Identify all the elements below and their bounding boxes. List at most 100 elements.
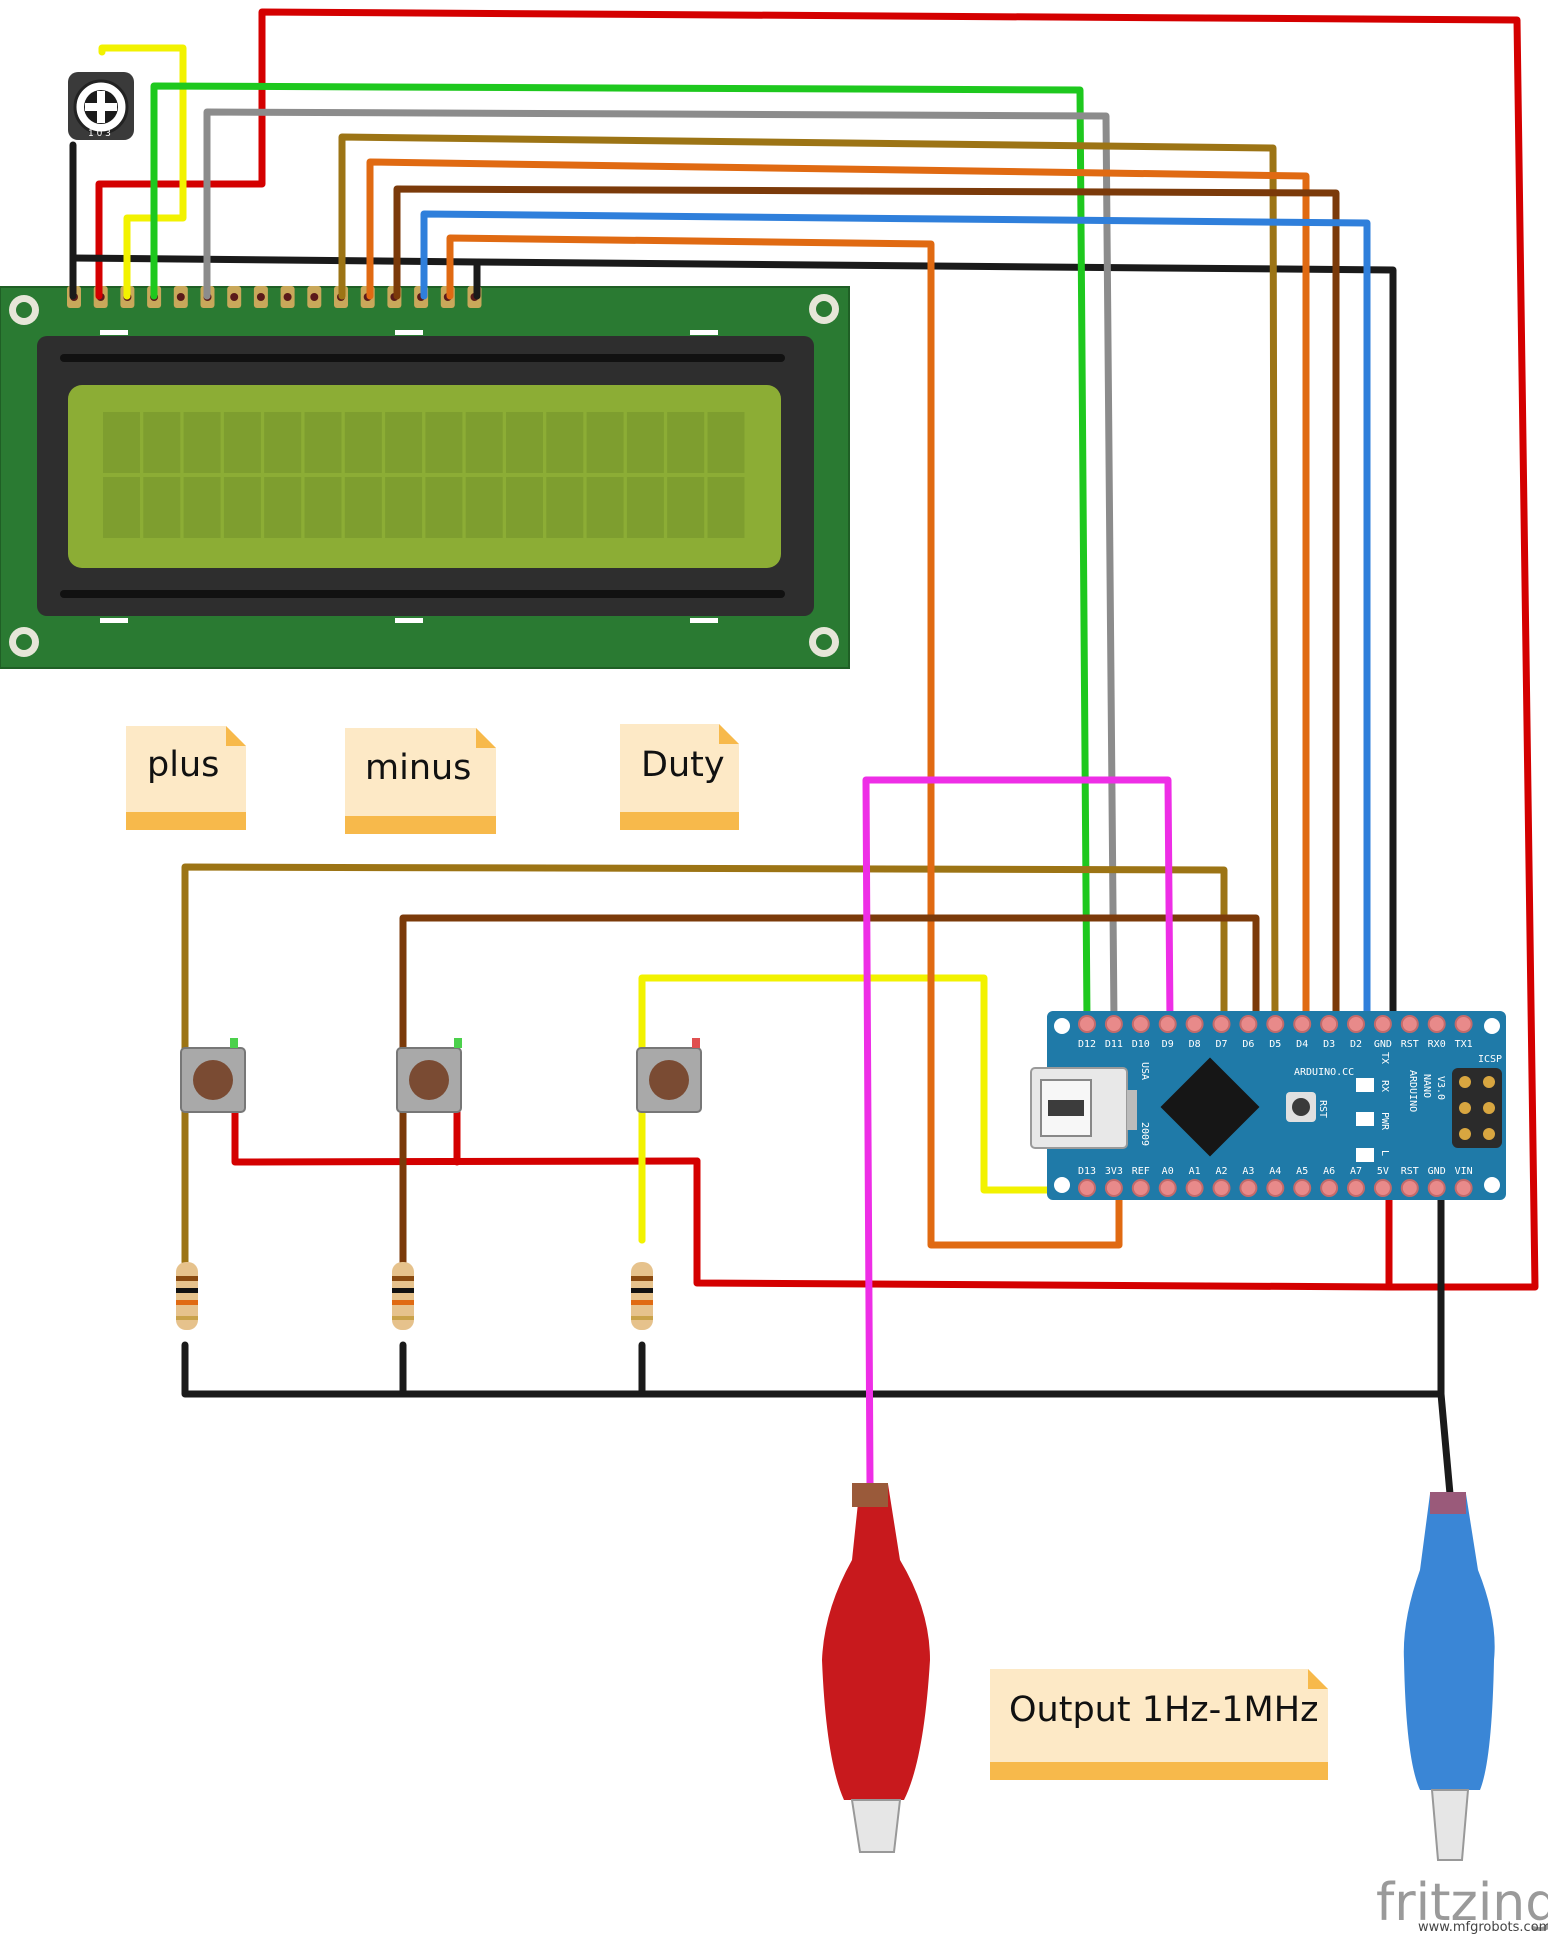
nano-top-pin	[1131, 1015, 1150, 1033]
lcd-cell	[667, 412, 705, 473]
nano-bottom-pin-label: A4	[1269, 1166, 1281, 1177]
microcontroller-chip	[1160, 1057, 1260, 1157]
nano-bottom-pin	[1454, 1179, 1473, 1197]
wire-olive	[338, 133, 1279, 1026]
lcd-cell	[626, 412, 664, 473]
lcd-cell	[667, 477, 705, 538]
lcd-cell	[344, 477, 382, 538]
alligator-clip-blue	[1403, 1492, 1495, 1861]
lcd-cell	[546, 412, 584, 473]
nano-board-model: NANO	[1421, 1074, 1432, 1098]
push-button-minus	[396, 1038, 462, 1113]
note-minus-text: minus	[365, 748, 471, 788]
nano-bottom-pin	[1104, 1179, 1123, 1197]
nano-top-pin	[1266, 1015, 1285, 1033]
nano-bottom-pin	[1347, 1179, 1365, 1197]
lcd-cell	[304, 477, 342, 538]
nano-top-pin-label: D5	[1269, 1039, 1281, 1050]
lcd-cell	[183, 477, 221, 538]
nano-led-tx: TX	[1379, 1052, 1390, 1064]
lcd-cell	[546, 477, 584, 538]
nano-led-pwr: PWR	[1379, 1112, 1390, 1131]
nano-bottom-pin	[1239, 1179, 1258, 1197]
wire-black	[69, 254, 1397, 1022]
wire-gray	[203, 108, 1118, 1026]
nano-top-pin	[1454, 1015, 1473, 1033]
wire-green	[150, 82, 1091, 1026]
nano-bottom-pin	[1427, 1179, 1446, 1197]
wire-red	[231, 1108, 701, 1166]
lcd-cell	[143, 477, 181, 538]
nano-top-pin-label: D8	[1189, 1039, 1201, 1050]
lcd-cell	[626, 477, 664, 538]
lcd-cell	[586, 412, 624, 473]
nano-top-pin-label: D6	[1242, 1039, 1254, 1050]
nano-top-pin-label: RST	[1401, 1039, 1419, 1050]
nano-top-pin-label: D2	[1350, 1039, 1362, 1050]
nano-top-pin-label: D4	[1296, 1039, 1308, 1050]
lcd-cell	[103, 412, 140, 473]
resistor-plus	[176, 1262, 198, 1330]
nano-bottom-pin-label: A5	[1296, 1166, 1308, 1177]
nano-bottom-pin-label: A1	[1189, 1166, 1201, 1177]
nano-bottom-pin-label: REF	[1132, 1166, 1150, 1177]
arduino-nano-board: ARDUINO.CC USA 2009 RST TX RX PWR L ARDU…	[1030, 1011, 1506, 1200]
nano-bottom-pin-label: A3	[1242, 1166, 1254, 1177]
status-leds	[1356, 1078, 1374, 1162]
lcd-cell	[344, 412, 382, 473]
resistor-duty	[631, 1262, 653, 1330]
nano-board-version: V3.0	[1435, 1076, 1446, 1100]
wire-magenta	[862, 776, 1174, 1488]
nano-top-pin	[1400, 1015, 1419, 1033]
lcd-cell	[385, 412, 423, 473]
note-output: Output 1Hz-1MHz	[990, 1669, 1328, 1780]
nano-bottom-pin	[1131, 1179, 1150, 1197]
nano-bottom-pin-label: D13	[1078, 1166, 1096, 1177]
nano-bottom-pin	[1400, 1179, 1419, 1197]
nano-top-pin	[1185, 1015, 1204, 1033]
nano-top-pin-label: D3	[1323, 1039, 1335, 1050]
nano-usa-label: USA	[1139, 1062, 1150, 1080]
nano-bottom-pin	[1320, 1179, 1339, 1197]
wire-layer	[69, 8, 1539, 1498]
lcd-mounting-holes	[9, 294, 839, 657]
lcd-cell	[425, 412, 463, 473]
nano-top-pin	[1427, 1015, 1446, 1033]
site-credit: www.mfgrobots.com	[1418, 1920, 1548, 1935]
lcd-cell	[304, 412, 342, 473]
usb-connector	[1030, 1067, 1137, 1149]
nano-bottom-pin-label: VIN	[1455, 1166, 1473, 1177]
nano-top-pin	[1078, 1015, 1096, 1033]
nano-board-name: ARDUINO	[1407, 1070, 1418, 1112]
lcd-cell	[385, 477, 423, 538]
nano-top-pin	[1239, 1015, 1258, 1033]
nano-top-pin-label: RX0	[1428, 1039, 1446, 1050]
nano-site-label: ARDUINO.CC	[1294, 1067, 1354, 1078]
push-button-plus	[180, 1038, 246, 1113]
wire-black	[181, 1341, 1444, 1398]
nano-top-pin	[1104, 1015, 1123, 1033]
lcd-cell	[264, 477, 302, 538]
lcd-cell	[425, 477, 463, 538]
note-output-text: Output 1Hz-1MHz	[1009, 1690, 1318, 1730]
nano-icsp-label: ICSP	[1478, 1054, 1502, 1065]
nano-bottom-pin-label: A2	[1215, 1166, 1227, 1177]
wire-orange	[446, 234, 1123, 1249]
note-plus: plus	[126, 726, 246, 830]
potentiometer: 1 0 3	[68, 72, 134, 140]
nano-top-pin-label: D12	[1078, 1039, 1096, 1050]
nano-bottom-pin	[1373, 1179, 1392, 1197]
wire-black	[1437, 1174, 1454, 1498]
nano-bottom-pin-label: 5V	[1377, 1166, 1389, 1177]
nano-bottom-pin	[1185, 1179, 1204, 1197]
lcd-module	[0, 286, 850, 669]
resistor-minus	[392, 1262, 414, 1330]
lcd-cell	[143, 412, 181, 473]
nano-top-pin-label: D11	[1105, 1039, 1123, 1050]
wire-yellow	[98, 44, 187, 300]
nano-bottom-pin	[1293, 1179, 1312, 1197]
nano-top-pin	[1347, 1015, 1365, 1033]
lcd-cell	[183, 412, 221, 473]
nano-top-pin-label: D9	[1162, 1039, 1174, 1050]
